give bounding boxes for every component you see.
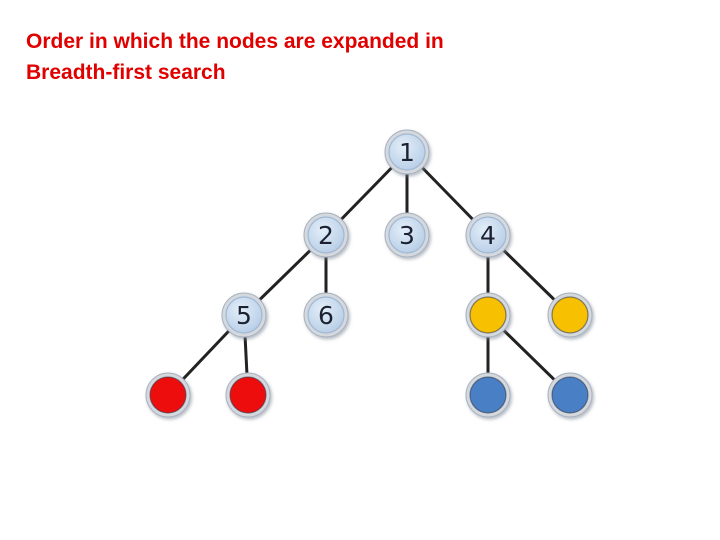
node-label: 1 bbox=[399, 138, 415, 167]
tree-node-n1: 1 bbox=[384, 129, 430, 175]
node-fill-expanded-order bbox=[388, 216, 426, 254]
node-fill-blue bbox=[551, 376, 589, 414]
tree-node-n8 bbox=[547, 292, 593, 338]
title-line-2: Breadth-first search bbox=[26, 61, 226, 84]
tree-nodes: 1 2 3 4 5 6 bbox=[145, 129, 593, 418]
node-label: 6 bbox=[318, 301, 334, 330]
node-fill-red bbox=[149, 376, 187, 414]
node-label: 5 bbox=[236, 301, 252, 330]
page-title: Order in which the nodes are expanded in… bbox=[26, 26, 444, 88]
node-fill-yellow bbox=[551, 296, 589, 334]
tree-node-n5: 5 bbox=[221, 292, 267, 338]
title-line-1: Order in which the nodes are expanded in bbox=[26, 30, 444, 53]
node-fill-blue bbox=[469, 376, 507, 414]
node-label: 2 bbox=[318, 221, 334, 250]
tree-node-n2: 2 bbox=[303, 212, 349, 258]
tree-node-n7 bbox=[465, 292, 511, 338]
tree-node-n10 bbox=[225, 372, 271, 418]
node-fill-expanded-order bbox=[469, 216, 507, 254]
node-fill-expanded-order bbox=[225, 296, 263, 334]
node-fill-yellow bbox=[469, 296, 507, 334]
tree-edges bbox=[166, 150, 572, 397]
node-fill-red bbox=[229, 376, 267, 414]
node-fill-expanded-order bbox=[307, 296, 345, 334]
tree-node-n12 bbox=[547, 372, 593, 418]
tree-node-n11 bbox=[465, 372, 511, 418]
tree-node-n9 bbox=[145, 372, 191, 418]
node-label: 4 bbox=[480, 221, 496, 250]
tree-node-n6: 6 bbox=[303, 292, 349, 338]
node-label: 3 bbox=[399, 221, 415, 250]
node-fill-expanded-order bbox=[307, 216, 345, 254]
node-fill-expanded-order bbox=[388, 133, 426, 171]
tree-node-n3: 3 bbox=[384, 212, 430, 258]
tree-node-n4: 4 bbox=[465, 212, 511, 258]
